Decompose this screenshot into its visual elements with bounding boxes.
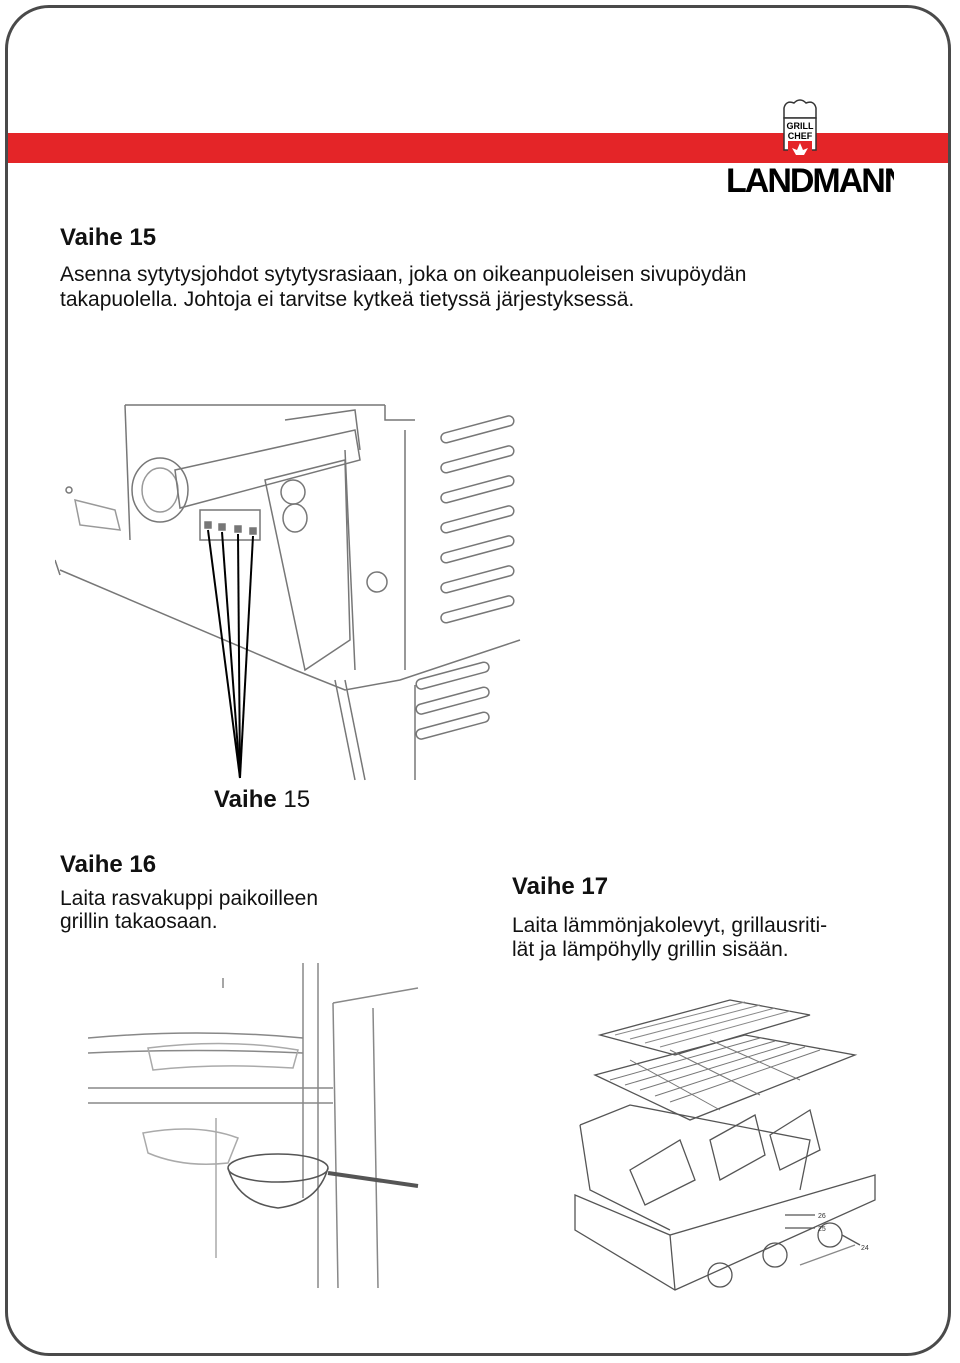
part-label-24: 24 (861, 1245, 869, 1252)
registered-mark: ® (886, 168, 893, 178)
logo-grill-text: GRILL (787, 121, 814, 131)
step17-figure: 26 25 24 (574, 999, 876, 1291)
step17-text-line1: Laita lämmönjakolevyt, grillausriti- (512, 914, 828, 937)
step16-heading: Vaihe 16 (60, 851, 157, 878)
caption-word: Vaihe (214, 786, 277, 813)
step15-text-line2: takapuolella. Johtoja ei tarvitse kytkeä… (60, 288, 635, 311)
part-label-25: 25 (818, 1226, 826, 1233)
step15-heading: Vaihe 15 (60, 224, 157, 251)
step17-text-line2: lät ja lämpöhylly grillin sisään. (512, 938, 789, 961)
step15-figure (55, 404, 521, 781)
landmann-logo: GRILL CHEF LANDMANN ® (726, 99, 894, 198)
part-label-26: 26 (818, 1213, 826, 1220)
logo-landmann-text: LANDMANN (726, 162, 894, 198)
caption-number: 15 (283, 786, 311, 813)
step16-text-line2: grillin takaosaan. (60, 910, 218, 933)
step16-text-line1: Laita rasvakuppi paikoilleen (60, 887, 318, 910)
step15-figure-caption: Vaihe 15 (214, 786, 310, 814)
page-border (5, 5, 951, 1356)
step17-heading: Vaihe 17 (512, 873, 609, 900)
step16-figure (88, 963, 419, 1289)
logo-chef-text: CHEF (788, 131, 813, 141)
step15-text-line1: Asenna sytytysjohdot sytytysrasiaan, jok… (60, 263, 747, 286)
